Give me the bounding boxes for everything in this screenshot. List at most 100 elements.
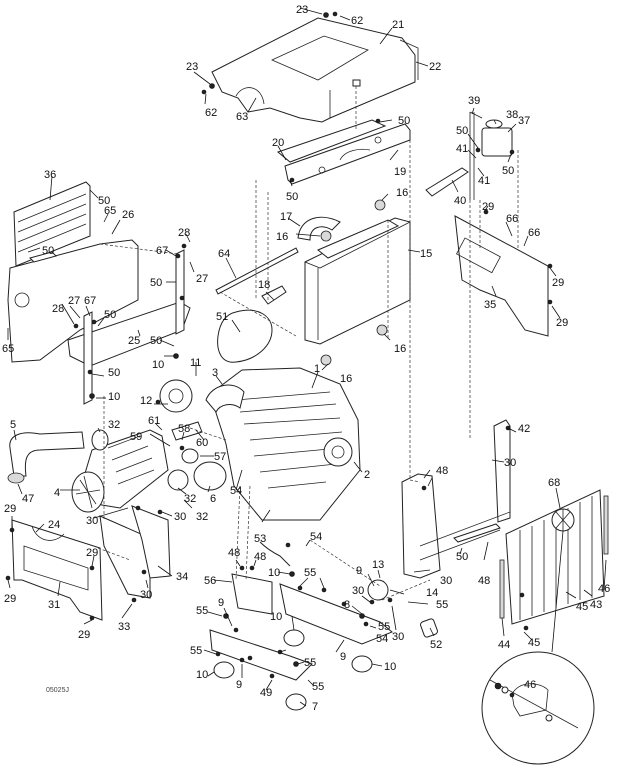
hood-cover xyxy=(211,17,419,123)
callout-9: 7 xyxy=(312,701,318,713)
callout-41: 41 xyxy=(478,175,490,187)
callout-62: 62 xyxy=(205,107,217,119)
callout-11: 11 xyxy=(190,357,201,369)
callout-9: 10 xyxy=(384,661,396,673)
callout-34: 34 xyxy=(176,571,188,583)
callout-19: 19 xyxy=(394,166,406,178)
callout-29: 29 xyxy=(556,317,568,329)
callout-28: 28 xyxy=(178,227,190,239)
callout-2: 2 xyxy=(364,469,370,481)
callout-10: 10 xyxy=(268,567,280,579)
callout-50: 30 xyxy=(440,575,452,587)
callout-17: 17 xyxy=(280,211,292,223)
callout-9: 10 xyxy=(196,669,208,681)
callout-9: 10 xyxy=(270,611,282,623)
callout-50: 50 xyxy=(502,165,514,177)
callout-28: 28 xyxy=(52,303,64,315)
callout-30: 42 xyxy=(518,423,530,435)
callout-8: 9 xyxy=(340,651,346,663)
callout-50: 50 xyxy=(98,195,110,207)
callout-29: 29 xyxy=(4,503,16,515)
callout-labels: 23 62 21 22 23 62 63 50 20 19 50 16 17 1… xyxy=(2,4,610,713)
callout-7: 55 xyxy=(312,681,324,693)
right-side-panel xyxy=(454,215,549,337)
callout-16: 16 xyxy=(276,231,288,243)
callout-65: 65 xyxy=(104,205,116,217)
fan-shroud-and-screen xyxy=(367,419,609,638)
callout-33: 33 xyxy=(118,621,130,633)
callout-48: 48 xyxy=(228,547,240,559)
leader-lines xyxy=(7,7,607,707)
callout-10: 10 xyxy=(152,359,164,371)
callout-30: 13 xyxy=(372,559,384,571)
callout-22: 22 xyxy=(429,61,441,73)
callout-55: 54 xyxy=(376,633,388,645)
radiator xyxy=(215,199,411,366)
callout-24: 24 xyxy=(48,519,60,531)
callout-32: 32 xyxy=(196,511,208,523)
callout-3: 3 xyxy=(212,367,218,379)
detail-view-label: 46 xyxy=(524,679,536,691)
callout-55: 9 xyxy=(218,597,224,609)
callout-50: 50 xyxy=(150,277,162,289)
callout-48: 48 xyxy=(254,551,266,563)
callout-10: 55 xyxy=(378,621,390,633)
callout-56: 56 xyxy=(204,575,216,587)
callout-10: 55 xyxy=(304,657,316,669)
callout-54: 54 xyxy=(230,485,242,497)
callout-47: 47 xyxy=(22,493,34,505)
callout-4: 4 xyxy=(54,487,60,499)
callout-66: 66 xyxy=(528,227,540,239)
callout-64: 64 xyxy=(218,248,230,260)
radiator-top-bracket xyxy=(276,119,411,185)
callout-57: 57 xyxy=(214,451,226,463)
callout-67: 67 xyxy=(84,295,96,307)
callout-54: 30 xyxy=(392,631,404,643)
callout-45: 44 xyxy=(498,639,510,651)
callout-21: 21 xyxy=(392,19,404,31)
callout-10: 10 xyxy=(108,391,120,403)
callout-29: 29 xyxy=(78,629,90,641)
callout-18: 18 xyxy=(258,279,270,291)
callout-55: 49 xyxy=(260,687,272,699)
callout-49: 9 xyxy=(236,679,242,691)
callout-41: 41 xyxy=(456,143,468,155)
callout-23: 23 xyxy=(186,61,198,73)
callout-29: 29 xyxy=(86,547,98,559)
callout-29: 29 xyxy=(482,201,494,213)
drawing-code: 05025J xyxy=(46,687,69,694)
callout-55: 55 xyxy=(304,567,316,579)
callout-37: 37 xyxy=(518,115,530,127)
callout-52: 55 xyxy=(436,599,448,611)
callout-30: 30 xyxy=(140,589,152,601)
callout-50: 50 xyxy=(150,335,162,347)
callout-44: 43 xyxy=(590,599,602,611)
callout-48: 50 xyxy=(456,551,468,563)
coolant-reservoir xyxy=(425,111,513,200)
callout-20: 20 xyxy=(272,137,284,149)
callout-15: 15 xyxy=(420,248,432,260)
callout-63: 63 xyxy=(236,111,248,123)
callout-68: 48 xyxy=(478,575,490,587)
callout-44: 45 xyxy=(528,637,540,649)
callout-55: 55 xyxy=(190,645,202,657)
callout-53: 53 xyxy=(254,533,266,545)
callout-59: 59 xyxy=(130,431,142,443)
callout-48: 14 xyxy=(426,587,438,599)
callout-26: 26 xyxy=(122,209,134,221)
callout-23: 23 xyxy=(296,4,308,16)
callout-36: 36 xyxy=(44,169,56,181)
callout-67: 67 xyxy=(156,245,168,257)
callout-55: 8 xyxy=(344,599,350,611)
callout-5: 5 xyxy=(10,419,16,431)
callout-50: 50 xyxy=(286,191,298,203)
callout-50: 50 xyxy=(398,115,410,127)
callout-6: 6 xyxy=(210,493,216,505)
callout-43: 45 xyxy=(576,601,588,613)
callout-58: 58 xyxy=(178,423,190,435)
callout-27: 27 xyxy=(68,295,80,307)
callout-38: 38 xyxy=(506,109,518,121)
callout-46: 68 xyxy=(548,477,560,489)
support-bracket xyxy=(67,249,191,405)
